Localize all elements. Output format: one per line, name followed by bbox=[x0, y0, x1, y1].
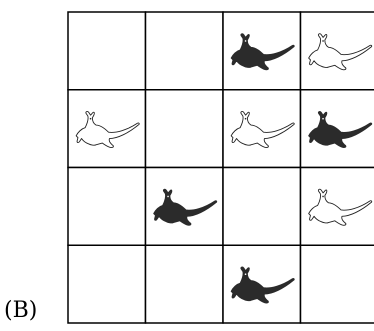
figure-label: (B) bbox=[4, 300, 37, 322]
grid-cell bbox=[146, 245, 224, 323]
grid-cell bbox=[68, 245, 146, 323]
grid-canvas bbox=[67, 11, 374, 324]
grid-cell bbox=[68, 168, 146, 246]
grid-cell bbox=[146, 12, 224, 90]
grid-cell bbox=[223, 168, 301, 246]
grid-cell bbox=[146, 90, 224, 168]
grid-cell bbox=[301, 245, 374, 323]
kangaroo-grid bbox=[67, 11, 374, 324]
grid-cell bbox=[68, 12, 146, 90]
